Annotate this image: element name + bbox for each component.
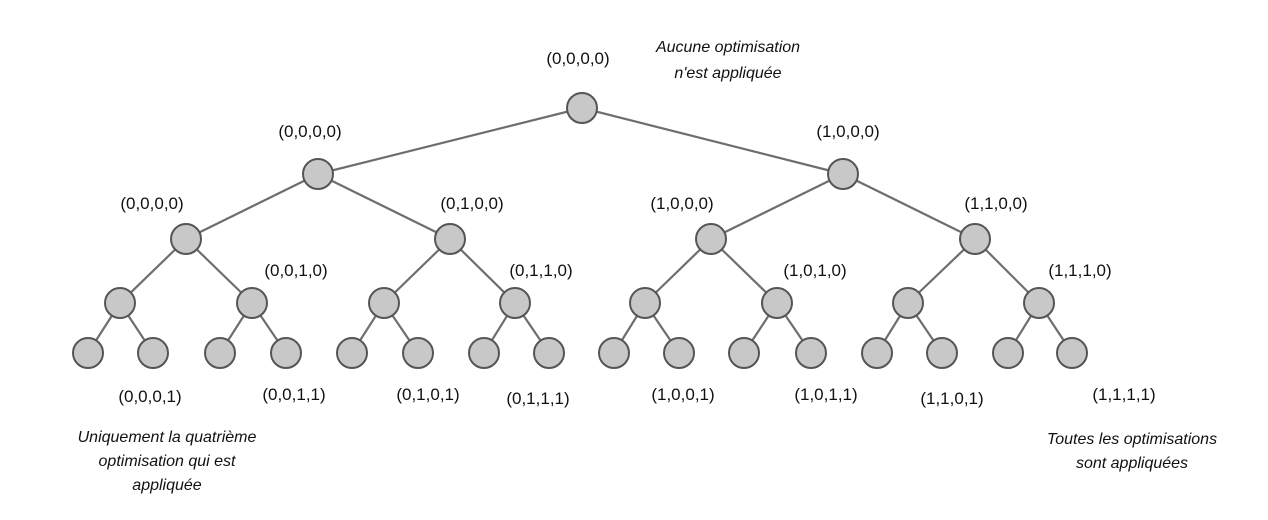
annotation-first-leaf-line-2: optimisation qui est	[99, 453, 237, 470]
tree-leaf-node-11	[795, 337, 827, 369]
tree-node-l2-3	[959, 223, 991, 255]
tree-leaf-node-2	[204, 337, 236, 369]
label-leaf-g: (1,1,0,1)	[920, 389, 983, 408]
tree-edges	[87, 106, 1073, 354]
label-leaf-d: (0,1,1,1)	[506, 389, 569, 408]
label-leaf-a: (0,0,0,1)	[118, 387, 181, 406]
label-leaf-f: (1,0,1,1)	[794, 385, 857, 404]
tree-edge-l0-0-left	[317, 106, 583, 176]
tree-node-l3-5	[761, 287, 793, 319]
tree-edge-l1-1-left	[710, 173, 844, 240]
tree-node-l3-6	[892, 287, 924, 319]
tree-leaf-node-6	[468, 337, 500, 369]
tree-leaf-node-12	[861, 337, 893, 369]
label-level3-d: (1,1,1,0)	[1048, 261, 1111, 280]
tree-leaf-node-15	[1056, 337, 1088, 369]
tree-edge-l0-0-right	[581, 106, 844, 176]
label-level2-b: (0,1,0,0)	[440, 194, 503, 213]
tree-leaf-node-5	[402, 337, 434, 369]
annotation-last-leaf: Toutes les optimisations sont appliquées	[1047, 431, 1217, 472]
tree-leaf-node-14	[992, 337, 1024, 369]
annotation-first-leaf-line-3: appliquée	[132, 477, 202, 494]
tree-node-l3-0	[104, 287, 136, 319]
label-leaf-e: (1,0,0,1)	[651, 385, 714, 404]
tree-edge-l1-1-right	[842, 173, 976, 240]
tree-node-l3-1	[236, 287, 268, 319]
tree-node-l2-0	[170, 223, 202, 255]
tree-leaf-node-7	[533, 337, 565, 369]
label-root: (0,0,0,0)	[546, 49, 609, 68]
annotation-last-leaf-line-1: Toutes les optimisations	[1047, 431, 1217, 448]
tree-leaf-node-0	[72, 337, 104, 369]
tree-node-l2-2	[695, 223, 727, 255]
annotation-last-leaf-line-2: sont appliquées	[1076, 455, 1188, 472]
annotation-first-leaf-line-1: Uniquement la quatrième	[78, 429, 257, 446]
label-level3-c: (1,0,1,0)	[783, 261, 846, 280]
annotation-root: Aucune optimisation n'est appliquée	[655, 39, 800, 82]
label-leaf-h: (1,1,1,1)	[1092, 385, 1155, 404]
tree-node-l1-0	[302, 158, 334, 190]
node-labels: (0,0,0,0) (0,0,0,0) (1,0,0,0) (0,0,0,0) …	[118, 49, 1155, 408]
tree-leaf-node-9	[663, 337, 695, 369]
tree-node-l3-3	[499, 287, 531, 319]
label-level3-b: (0,1,1,0)	[509, 261, 572, 280]
tree-leaf-node-8	[598, 337, 630, 369]
tree-leaf-node-1	[137, 337, 169, 369]
label-level2-d: (1,1,0,0)	[964, 194, 1027, 213]
annotation-root-line-2: n'est appliquée	[674, 65, 781, 82]
label-level2-c: (1,0,0,0)	[650, 194, 713, 213]
tree-edge-l1-0-right	[317, 173, 451, 240]
tree-nodes	[72, 92, 1088, 369]
annotation-first-leaf: Uniquement la quatrième optimisation qui…	[78, 429, 257, 494]
tree-node-l1-1	[827, 158, 859, 190]
label-level3-a: (0,0,1,0)	[264, 261, 327, 280]
label-level2-a: (0,0,0,0)	[120, 194, 183, 213]
tree-node-l0-0	[566, 92, 598, 124]
label-level1-left: (0,0,0,0)	[278, 122, 341, 141]
tree-node-l3-4	[629, 287, 661, 319]
tree-leaf-node-13	[926, 337, 958, 369]
label-leaf-c: (0,1,0,1)	[396, 385, 459, 404]
tree-node-l3-7	[1023, 287, 1055, 319]
annotation-root-line-1: Aucune optimisation	[655, 39, 800, 56]
tree-leaf-node-10	[728, 337, 760, 369]
tree-leaf-node-4	[336, 337, 368, 369]
tree-leaf-node-3	[270, 337, 302, 369]
label-level1-right: (1,0,0,0)	[816, 122, 879, 141]
tree-node-l3-2	[368, 287, 400, 319]
tree-edge-l1-0-left	[185, 173, 319, 240]
tree-node-l2-1	[434, 223, 466, 255]
label-leaf-b: (0,0,1,1)	[262, 385, 325, 404]
